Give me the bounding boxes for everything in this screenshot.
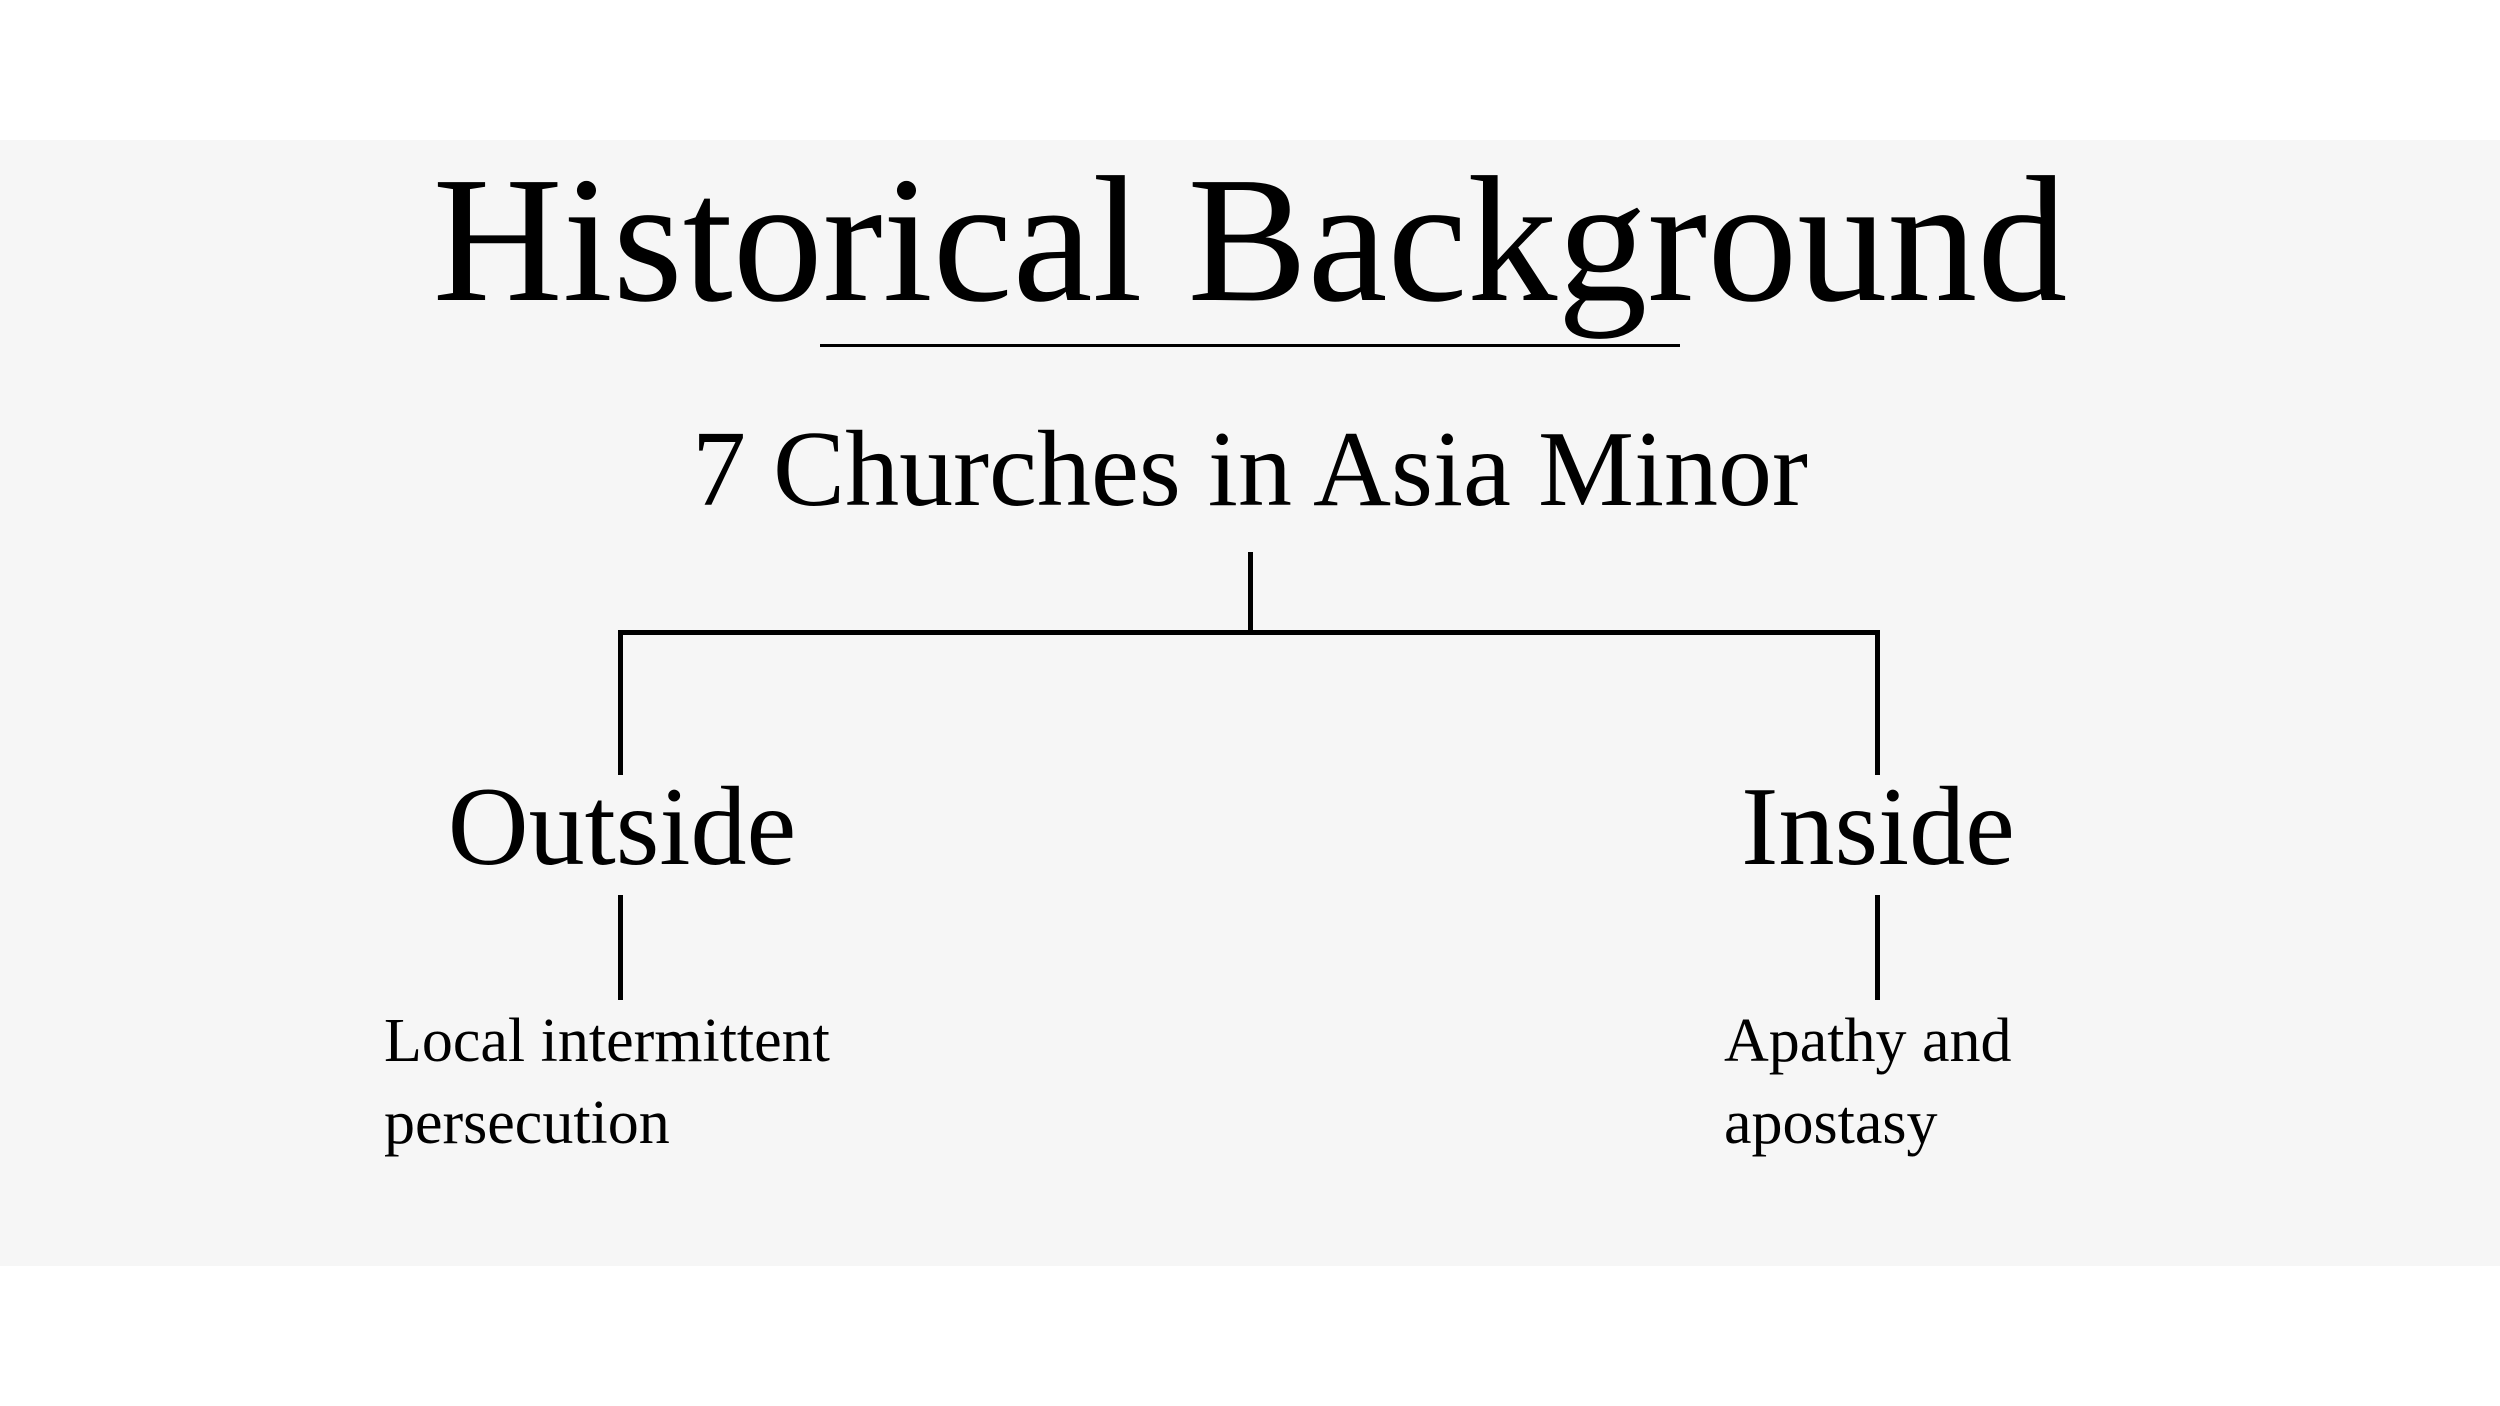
branch-crossbar-line (618, 630, 1880, 635)
slide-title: Historical Background (432, 140, 2068, 339)
right-branch-line (1875, 630, 1880, 775)
left-branch-line (618, 630, 623, 775)
root-node-label: 7 Churches in Asia Minor (692, 410, 1808, 529)
title-underline (820, 344, 1680, 347)
right-detail-line (1875, 895, 1880, 1000)
slide-background (0, 140, 2500, 1266)
branch-label-inside: Inside (1741, 765, 2015, 889)
root-stem-line (1248, 552, 1253, 632)
branch-label-outside: Outside (447, 765, 797, 889)
branch-detail-inside: Apathy and apostasy (1724, 1007, 2012, 1157)
left-detail-line (618, 895, 623, 1000)
branch-detail-outside: Local intermittent persecution (384, 1007, 830, 1157)
